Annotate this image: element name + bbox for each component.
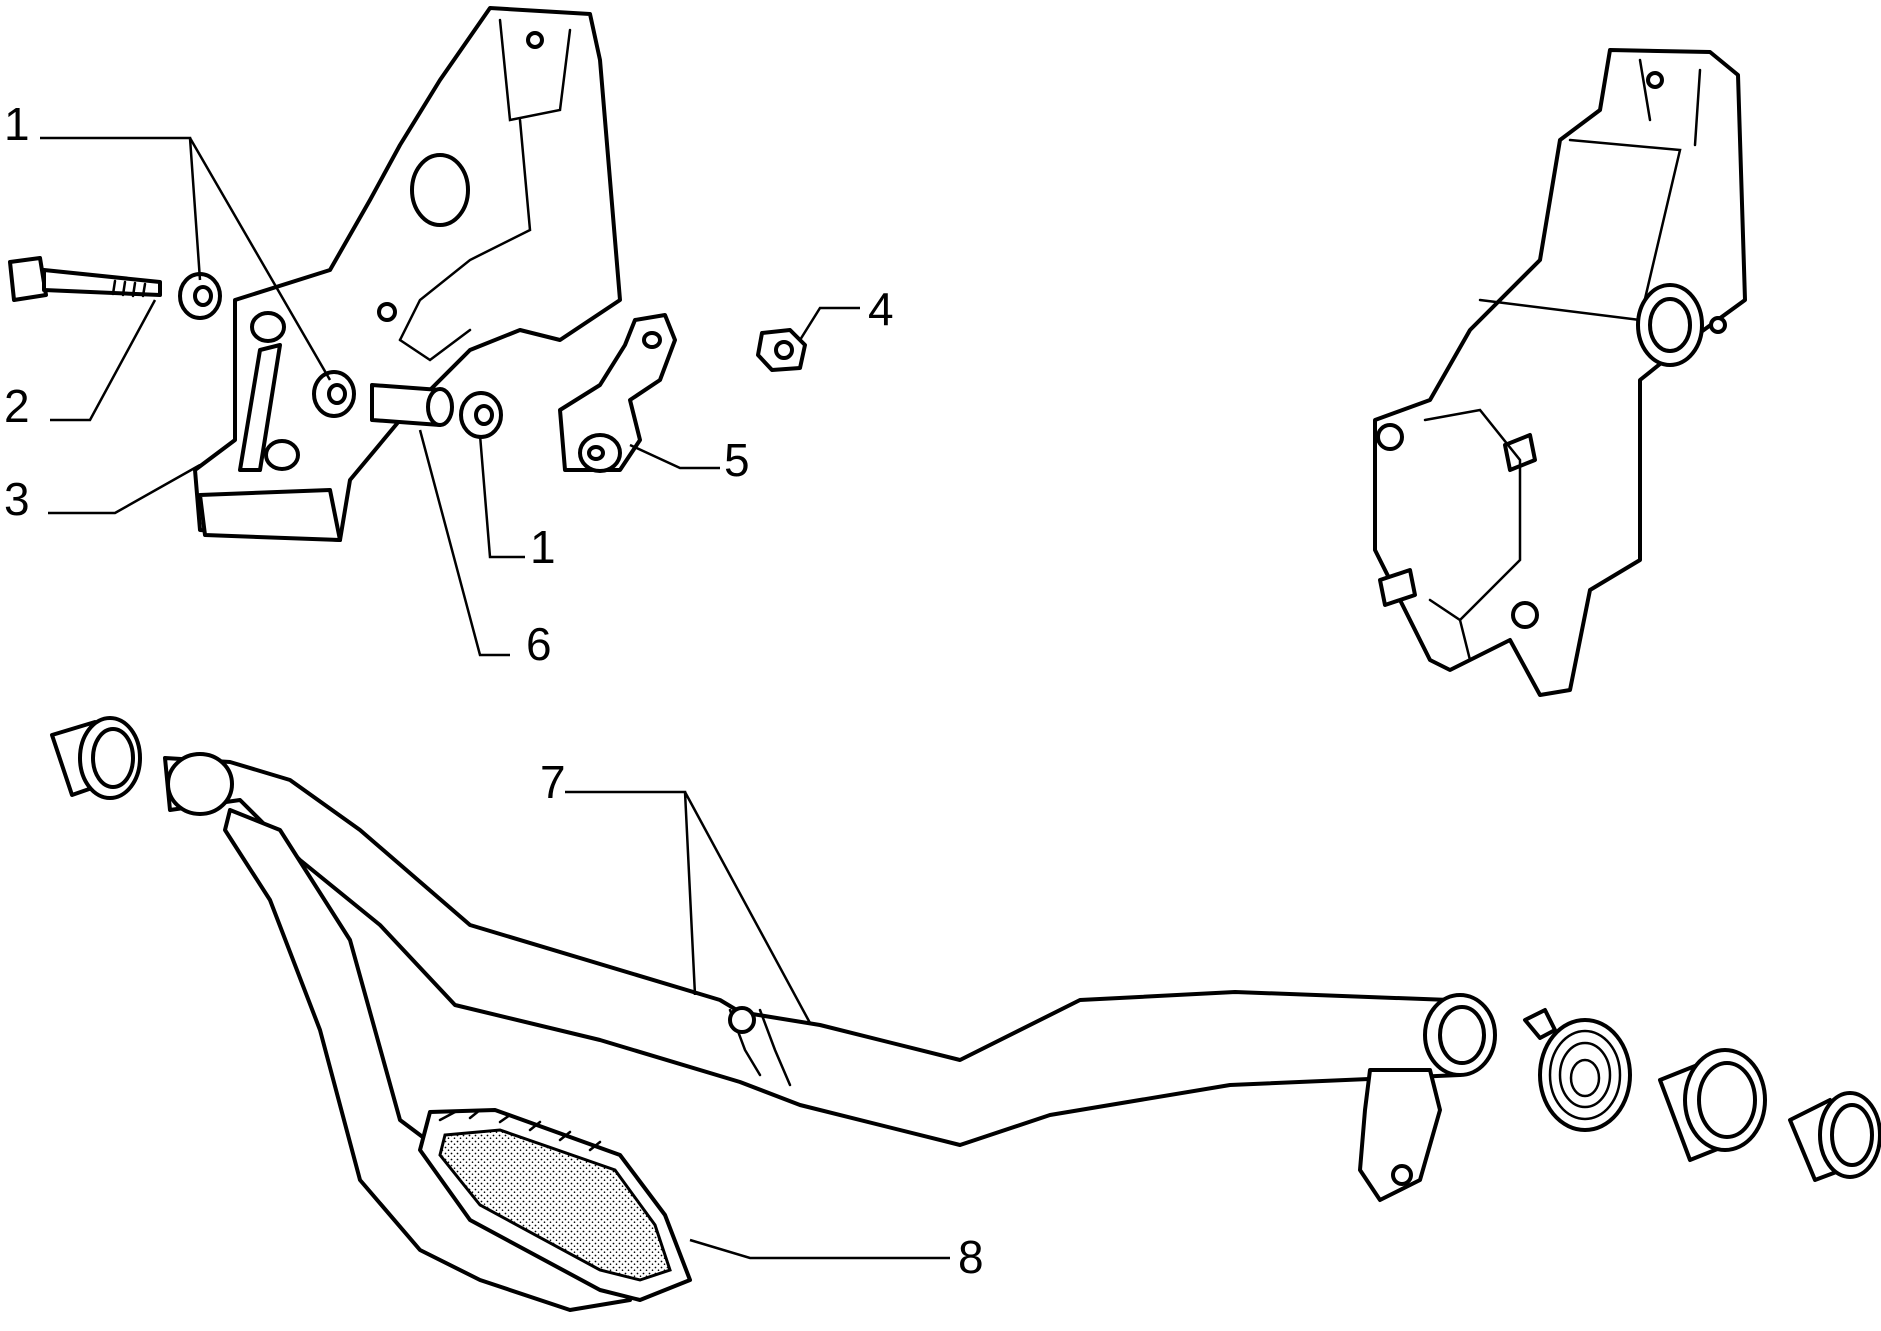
callout-6: 6: [526, 618, 552, 670]
callout-4: 4: [868, 283, 894, 335]
return-spring: [1523, 1008, 1632, 1132]
spacer-bushing: [370, 383, 454, 427]
washer-lower: [459, 391, 503, 439]
callout-3: 3: [4, 473, 30, 525]
bolt: [8, 256, 162, 302]
washer-upper: [178, 272, 222, 320]
callout-5: 5: [724, 434, 750, 486]
callout-labels: 1 2 3 4 5 1 6 7 8: [4, 98, 984, 1283]
small-bracket: [558, 313, 677, 473]
pedal-pad: [418, 1108, 692, 1302]
pedal-bracket: [193, 6, 622, 542]
pedal-arm: [163, 752, 1497, 1312]
washer-middle: [312, 370, 356, 418]
callout-2: 2: [4, 380, 30, 432]
callout-8: 8: [958, 1231, 984, 1283]
bushing-right-large: [1658, 1048, 1767, 1162]
callout-7: 7: [540, 756, 566, 808]
leader-lines: [40, 136, 950, 1260]
nut: [756, 328, 807, 372]
bracket-alt-view: [1373, 48, 1747, 697]
bushing-left: [50, 716, 142, 800]
callout-1-upper: 1: [4, 98, 30, 150]
callout-1-lower: 1: [530, 521, 556, 573]
bushing-right-small: [1788, 1091, 1881, 1182]
